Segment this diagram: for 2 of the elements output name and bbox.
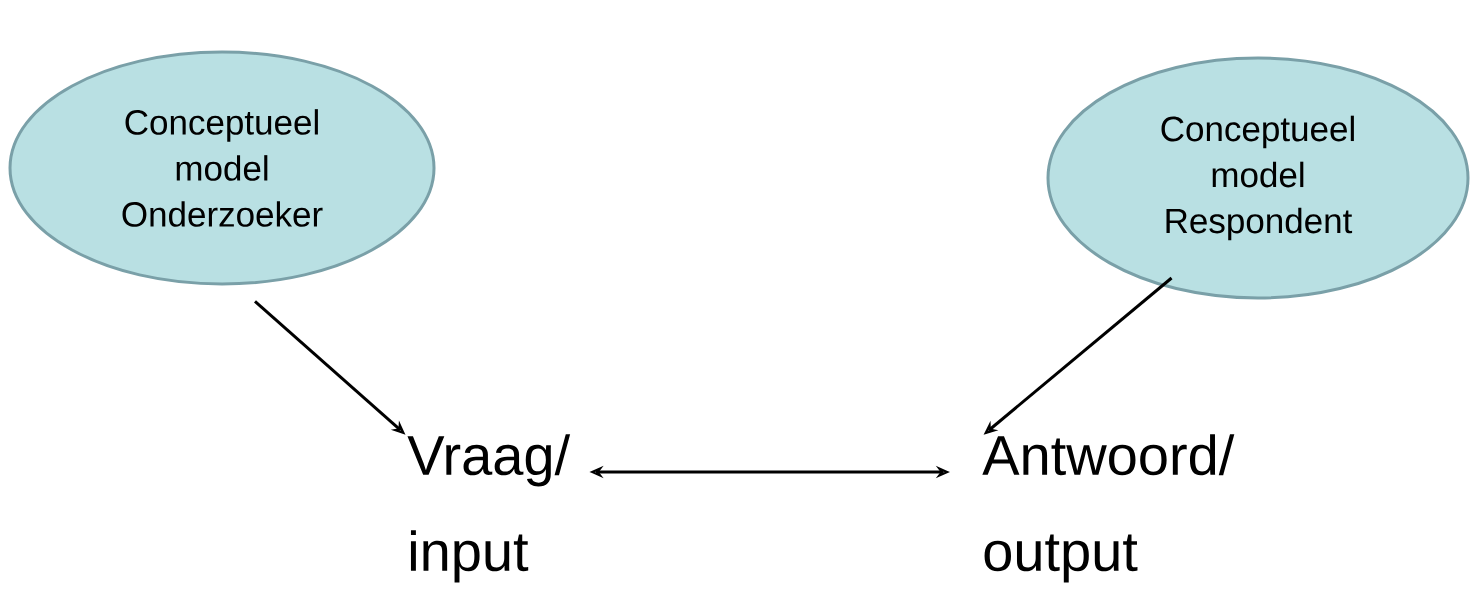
- node-text: Vraag/ input: [407, 434, 571, 583]
- node-text: Antwoord/ output: [982, 434, 1235, 583]
